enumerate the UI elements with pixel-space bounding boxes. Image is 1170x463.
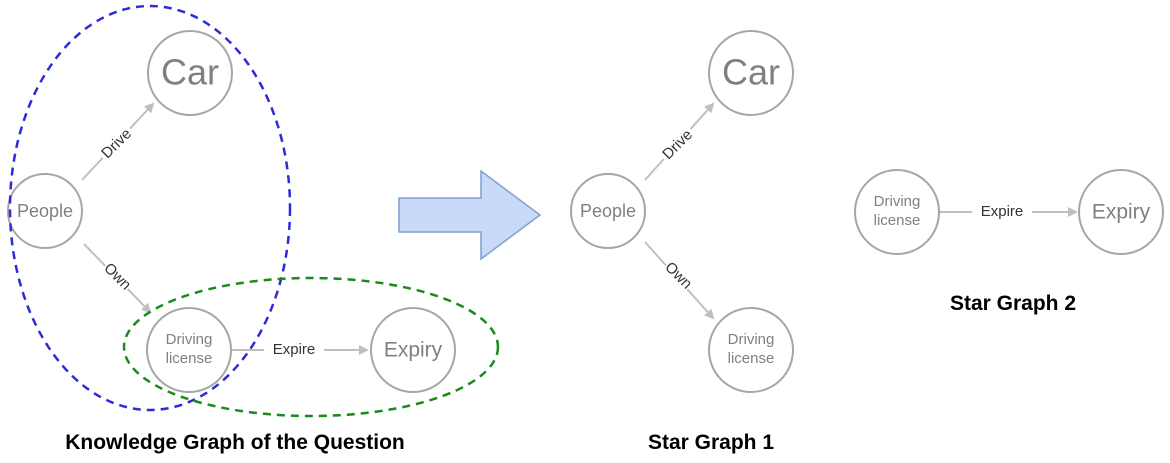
blue-dashed-group: [8, 4, 292, 412]
edge-label-sg2-expire: Expire: [972, 202, 1032, 222]
edge-label-expire: Expire: [264, 340, 324, 360]
node-sg1-car: Car: [708, 30, 794, 116]
caption-star-graph-2: Star Graph 2: [950, 292, 1076, 315]
caption-knowledge-graph: Knowledge Graph of the Question: [65, 431, 405, 454]
node-license-label-line1: Driving: [166, 331, 213, 348]
node-sg1-car-label: Car: [722, 52, 780, 93]
node-car-label: Car: [161, 52, 219, 93]
knowledge-graph: Drive Own Expire Car People Driving lice…: [7, 4, 500, 454]
node-sg1-driving-license: Driving license: [708, 307, 794, 393]
green-dashed-group: [122, 276, 500, 418]
node-people-label: People: [17, 201, 73, 221]
node-sg1-people: People: [570, 173, 646, 249]
node-car: Car: [147, 30, 233, 116]
edge-label-sg1-own-text: Own: [661, 259, 695, 293]
node-sg2-license-label-line1: Driving: [874, 193, 921, 210]
node-sg2-expiry: Expiry: [1078, 169, 1164, 255]
node-expiry-label: Expiry: [384, 339, 443, 362]
node-sg2-expiry-label: Expiry: [1092, 201, 1151, 224]
node-sg1-license-label-line1: Driving: [728, 331, 775, 348]
node-sg2-license-label-line2: license: [874, 212, 921, 229]
node-people: People: [7, 173, 83, 249]
big-right-arrow: [398, 169, 542, 261]
node-driving-license: Driving license: [146, 307, 232, 393]
caption-star-graph-1: Star Graph 1: [648, 431, 774, 454]
node-sg1-license-label-line2: license: [728, 350, 775, 367]
edge-label-sg2-expire-text: Expire: [981, 203, 1024, 220]
node-sg1-people-label: People: [580, 201, 636, 221]
node-expiry: Expiry: [370, 307, 456, 393]
edge-label-expire-text: Expire: [273, 341, 316, 358]
node-license-label-line2: license: [166, 350, 213, 367]
star-graph-1: Drive Own Car People Driving license Sta…: [570, 30, 794, 454]
node-sg2-driving-license: Driving license: [854, 169, 940, 255]
star-graph-2: Expire Driving license Expiry Star Graph…: [854, 169, 1164, 315]
